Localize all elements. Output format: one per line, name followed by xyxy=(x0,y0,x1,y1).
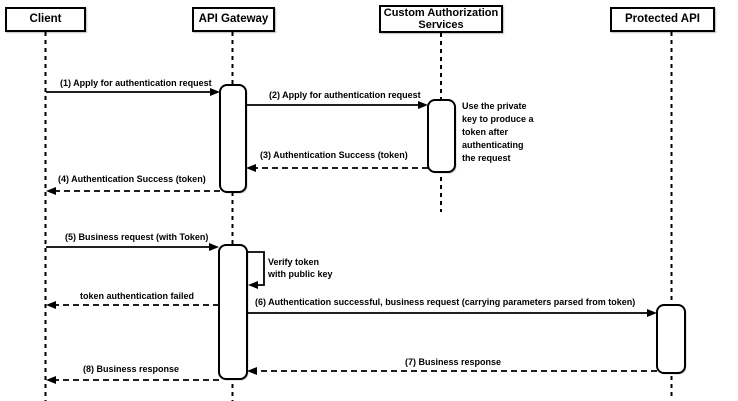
api-gateway-activation-2 xyxy=(218,244,248,380)
message-8-arrowhead xyxy=(46,376,56,384)
message-7-label: (7) Business response xyxy=(405,357,502,367)
actor-protected-api-label: Protected API xyxy=(625,13,700,26)
message-2-label: (2) Apply for authentication request xyxy=(269,90,421,100)
actor-protected-api: Protected API xyxy=(610,7,715,32)
message-6-arrowhead xyxy=(647,309,657,317)
message-3-label: (3) Authentication Success (token) xyxy=(260,150,408,160)
message-token-failed-arrowhead xyxy=(46,301,56,309)
self-message-verify-token-label: Verify token with public key xyxy=(268,257,333,279)
message-5-arrowhead xyxy=(209,243,219,251)
actor-custom-authorization-services: Custom Authorization Services xyxy=(379,5,503,33)
actor-api-gateway: API Gateway xyxy=(192,7,275,32)
note-private-key: Use the private key to produce a token a… xyxy=(462,101,534,163)
actor-client: Client xyxy=(5,7,86,32)
message-3-arrowhead xyxy=(246,164,256,172)
actor-custom-authorization-services-label: Custom Authorization Services xyxy=(383,6,499,32)
message-1-arrowhead xyxy=(210,88,220,96)
actor-client-label: Client xyxy=(29,13,62,26)
message-4-arrowhead xyxy=(46,187,56,195)
message-4-label: (4) Authentication Success (token) xyxy=(58,174,206,184)
message-8-label: (8) Business response xyxy=(83,364,180,374)
protected-api-activation xyxy=(656,304,686,374)
api-gateway-activation-1 xyxy=(219,84,247,193)
message-2-arrowhead xyxy=(418,101,428,109)
self-message-verify-token-line xyxy=(247,251,265,286)
message-1-label: (1) Apply for authentication request xyxy=(60,78,212,88)
actor-api-gateway-label: API Gateway xyxy=(198,13,269,26)
message-token-failed-label: token authentication failed xyxy=(80,291,195,301)
self-message-verify-token-arrowhead xyxy=(248,281,258,289)
message-5-label: (5) Business request (with Token) xyxy=(65,232,209,242)
custom-authorization-activation xyxy=(427,99,456,173)
message-7-arrowhead xyxy=(247,367,257,375)
message-6-label: (6) Authentication successful, business … xyxy=(255,297,636,307)
